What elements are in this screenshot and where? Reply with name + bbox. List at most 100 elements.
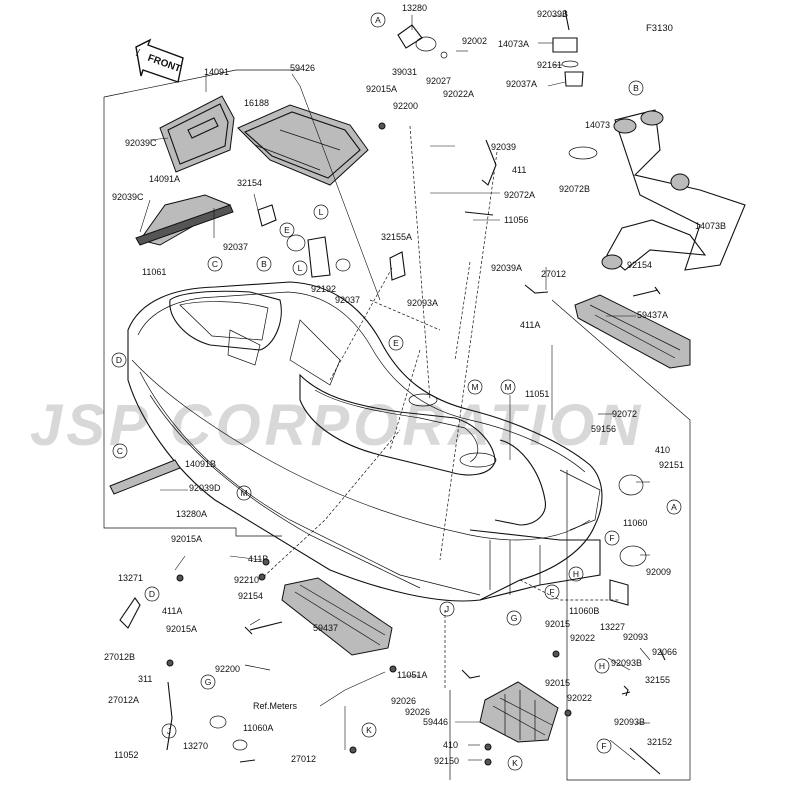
label-59437a: 59437A bbox=[637, 310, 668, 320]
callout-m-1: M bbox=[467, 379, 483, 395]
label-92026-1: 92026 bbox=[391, 696, 416, 706]
svg-text:B: B bbox=[261, 259, 267, 269]
callout-d-1: D bbox=[111, 352, 127, 368]
label-92093a: 92093A bbox=[407, 298, 438, 308]
label-92151: 92151 bbox=[659, 460, 684, 470]
front-arrow-icon: FRONT bbox=[135, 38, 184, 83]
label-411b: 411B bbox=[248, 554, 268, 564]
svg-text:L: L bbox=[319, 207, 324, 217]
svg-text:K: K bbox=[512, 758, 518, 768]
label-92039d: 92039D bbox=[189, 483, 221, 493]
label-92015-1: 92015 bbox=[545, 619, 570, 629]
part-14091b-strip bbox=[109, 459, 181, 495]
label-92022-2: 92022 bbox=[567, 693, 592, 703]
callout-g-1: F bbox=[604, 530, 620, 546]
label-92154-right: 92154 bbox=[627, 260, 652, 270]
label-92039b: 92039B bbox=[537, 9, 568, 19]
callout-k-1: K bbox=[361, 722, 377, 738]
label-32155: 32155 bbox=[645, 675, 670, 685]
label-13280a: 13280A bbox=[176, 509, 207, 519]
label-11051a: 11051A bbox=[397, 670, 427, 680]
label-92026-2: 92026 bbox=[405, 707, 430, 717]
label-27012a: 27012A bbox=[108, 695, 139, 705]
label-92037-2: 92037 bbox=[335, 295, 360, 305]
callout-f-1: F bbox=[544, 584, 560, 600]
callout-j-1: J bbox=[439, 601, 455, 617]
label-11060b: 11060B bbox=[569, 606, 599, 616]
label-92200-left: 92200 bbox=[215, 664, 240, 674]
label-411: 411 bbox=[512, 165, 526, 175]
watermark: JSP CORPORATION bbox=[30, 393, 644, 458]
callout-g-3: G bbox=[200, 674, 216, 690]
label-27012-top: 27012 bbox=[541, 269, 566, 279]
label-14073b: 14073B bbox=[695, 221, 726, 231]
part-59446-grill bbox=[479, 681, 559, 743]
label-13271: 13271 bbox=[118, 573, 143, 583]
label-32155a: 32155A bbox=[381, 232, 412, 242]
label-14091: 14091 bbox=[204, 67, 229, 77]
label-92154-left: 92154 bbox=[238, 591, 263, 601]
label-92015a-top: 92015A bbox=[366, 84, 397, 94]
callout-h-1: H bbox=[568, 566, 584, 582]
label-92015a-left2: 92015A bbox=[166, 624, 197, 634]
svg-text:J: J bbox=[445, 604, 449, 614]
label-32152: 32152 bbox=[647, 737, 672, 747]
label-92039a: 92039A bbox=[491, 263, 522, 273]
svg-text:H: H bbox=[573, 569, 579, 579]
svg-text:G: G bbox=[511, 613, 518, 623]
label-11056: 11056 bbox=[504, 215, 528, 225]
label-92039c-1: 92039C bbox=[125, 138, 157, 148]
label-14073: 14073 bbox=[585, 120, 610, 130]
label-11060: 11060 bbox=[623, 518, 647, 528]
svg-text:C: C bbox=[117, 446, 123, 456]
part-14091a-plate bbox=[135, 194, 234, 246]
label-39031: 39031 bbox=[392, 67, 417, 77]
label-92039c-2: 92039C bbox=[112, 192, 144, 202]
svg-text:A: A bbox=[671, 502, 677, 512]
right-frame bbox=[551, 299, 691, 781]
label-92072b: 92072B bbox=[559, 184, 590, 194]
part-labels: 13280 92039B 92002 14073A 39031 92161 92… bbox=[104, 3, 726, 766]
leader-lines bbox=[139, 15, 651, 761]
label-11061: 11061 bbox=[142, 267, 166, 277]
callout-circles: A B B C C L L E E D D M M M A F G G H H … bbox=[111, 12, 682, 771]
left-frame bbox=[103, 97, 282, 537]
label-411a-left: 411A bbox=[162, 606, 182, 616]
callout-e-1: E bbox=[279, 222, 295, 238]
svg-text:B: B bbox=[633, 83, 639, 93]
label-11060a: 11060A bbox=[243, 723, 273, 733]
label-13270: 13270 bbox=[183, 741, 208, 751]
label-92093: 92093 bbox=[623, 632, 648, 642]
part-14091-cover bbox=[159, 95, 235, 173]
label-92027: 92027 bbox=[426, 76, 451, 86]
label-14091b: 14091B bbox=[185, 459, 216, 469]
label-92161: 92161 bbox=[537, 60, 562, 70]
callout-l-1: L bbox=[313, 204, 329, 220]
svg-text:A: A bbox=[375, 15, 381, 25]
label-92022-1: 92022 bbox=[570, 633, 595, 643]
svg-text:D: D bbox=[149, 589, 155, 599]
part-59426-glove-box bbox=[237, 104, 369, 186]
label-410-right: 410 bbox=[655, 445, 670, 455]
label-92072: 92072 bbox=[612, 409, 637, 419]
callout-g-2: G bbox=[506, 610, 522, 626]
label-92037a: 92037A bbox=[506, 79, 537, 89]
callout-f-2: F bbox=[596, 738, 612, 754]
svg-text:F: F bbox=[549, 587, 554, 597]
label-92072a: 92072A bbox=[504, 190, 535, 200]
callout-h-2: H bbox=[594, 658, 610, 674]
svg-text:M: M bbox=[471, 382, 478, 392]
label-11052: 11052 bbox=[114, 750, 138, 760]
label-92015a-left: 92015A bbox=[171, 534, 202, 544]
svg-text:G: G bbox=[205, 677, 212, 687]
label-92066: 92066 bbox=[652, 647, 677, 657]
part-59437a-rail bbox=[574, 294, 691, 369]
label-59437: 59437 bbox=[313, 623, 338, 633]
label-92009: 92009 bbox=[646, 567, 671, 577]
label-13280: 13280 bbox=[402, 3, 427, 13]
figure-code: F3130 bbox=[646, 23, 673, 34]
label-311: 311 bbox=[138, 674, 152, 684]
callout-m-2: M bbox=[500, 379, 516, 395]
label-92192: 92192 bbox=[311, 284, 336, 294]
